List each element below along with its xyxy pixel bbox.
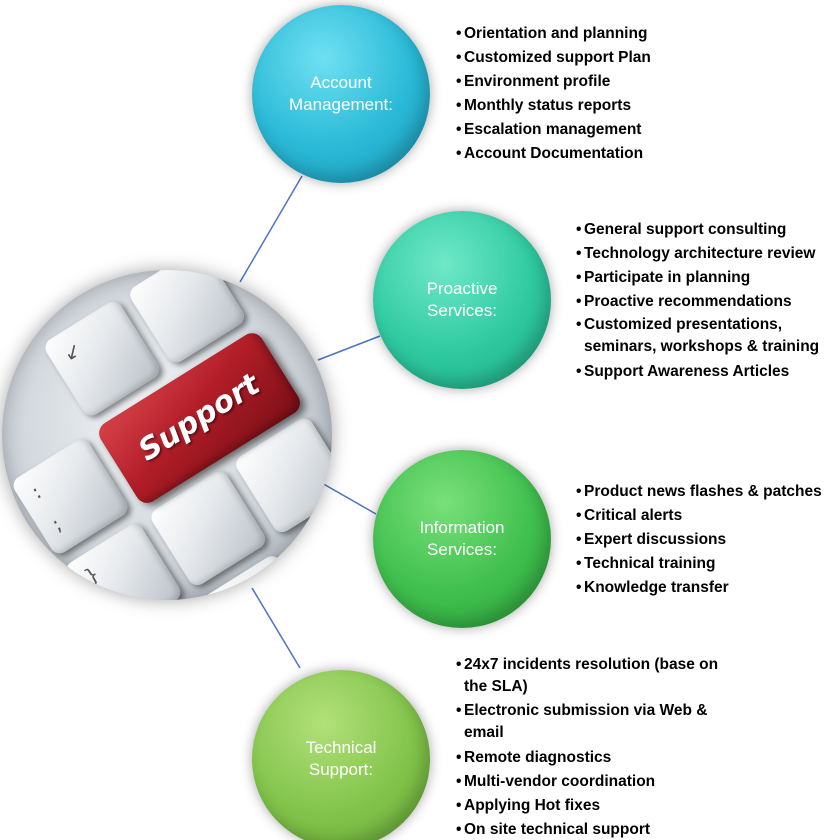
list-item: On site technical support <box>456 818 756 840</box>
technical-support-list: 24x7 incidents resolution (base on the S… <box>456 654 756 840</box>
list-item: Monthly status reports <box>456 94 651 118</box>
list-item: Technical training <box>576 552 822 576</box>
connector-account <box>239 175 303 283</box>
information-services-list: Product news flashes & patches Critical … <box>576 480 822 600</box>
list-item: Escalation management <box>456 118 651 142</box>
account-management-bubble: Account Management: <box>252 5 430 183</box>
list-item: Knowledge transfer <box>576 576 822 600</box>
list-item: Multi-vendor coordination <box>456 770 756 794</box>
technical-support-bubble: Technical Support: <box>252 670 430 840</box>
list-item: Environment profile <box>456 70 651 94</box>
list-item: Product news flashes & patches <box>576 480 822 504</box>
list-item: Technology architecture review <box>576 242 819 266</box>
account-management-title: Account Management: <box>289 73 393 114</box>
list-item: Orientation and planning <box>456 22 651 46</box>
list-item: Participate in planning <box>576 266 819 290</box>
list-item: 24x7 incidents resolution (base on the S… <box>456 654 756 698</box>
list-item: Electronic submission via Web & email <box>456 700 756 744</box>
list-item: Customized support Plan <box>456 46 651 70</box>
list-item: Account Documentation <box>456 142 651 166</box>
proactive-services-title: Proactive Services: <box>426 279 498 320</box>
proactive-services-bubble: Proactive Services: <box>373 211 551 389</box>
list-item: General support consulting <box>576 218 819 242</box>
list-item: Customized presentations, seminars, work… <box>576 314 819 358</box>
technical-support-title: Technical Support: <box>305 738 377 779</box>
information-services-title: Information Services: <box>419 518 505 559</box>
proactive-services-list: General support consulting Technology ar… <box>576 218 819 384</box>
list-item: Applying Hot fixes <box>456 794 756 818</box>
information-services-bubble: Information Services: <box>373 450 551 628</box>
keyboard-keys: ↙ :; += }] {[ " Support <box>2 270 332 600</box>
account-management-list: Orientation and planning Customized supp… <box>456 22 651 166</box>
keyboard-support-image: ↙ :; += }] {[ " Support <box>2 270 332 600</box>
list-item: Support Awareness Articles <box>576 360 819 384</box>
list-item: Remote diagnostics <box>456 746 756 770</box>
connector-technical <box>251 587 301 669</box>
list-item: Proactive recommendations <box>576 290 819 314</box>
list-item: Expert discussions <box>576 528 822 552</box>
list-item: Critical alerts <box>576 504 822 528</box>
connector-proactive <box>317 335 381 361</box>
